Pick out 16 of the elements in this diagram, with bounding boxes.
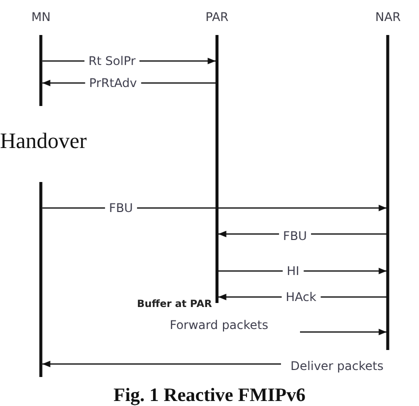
message-label: HI — [282, 264, 304, 278]
note-label: Buffer at PAR — [137, 299, 212, 311]
participant-label: PAR — [206, 10, 228, 25]
message-label: FBU — [105, 201, 137, 215]
participant-label: NAR — [375, 10, 401, 25]
message-arrow — [218, 268, 387, 274]
phase-label: Handover — [0, 129, 87, 153]
message-label: Rt SolPr — [84, 54, 140, 68]
figure-caption: Fig. 1 Reactive FMIPv6 — [113, 386, 306, 406]
message-arrow — [42, 204, 387, 212]
message-label: PrRtAdv — [85, 76, 141, 90]
message-label: HAck — [282, 290, 320, 304]
message-arrow — [300, 328, 387, 336]
message-label: FBU — [279, 229, 311, 243]
participant-label: MN — [31, 10, 51, 25]
message-arrow — [42, 360, 281, 368]
